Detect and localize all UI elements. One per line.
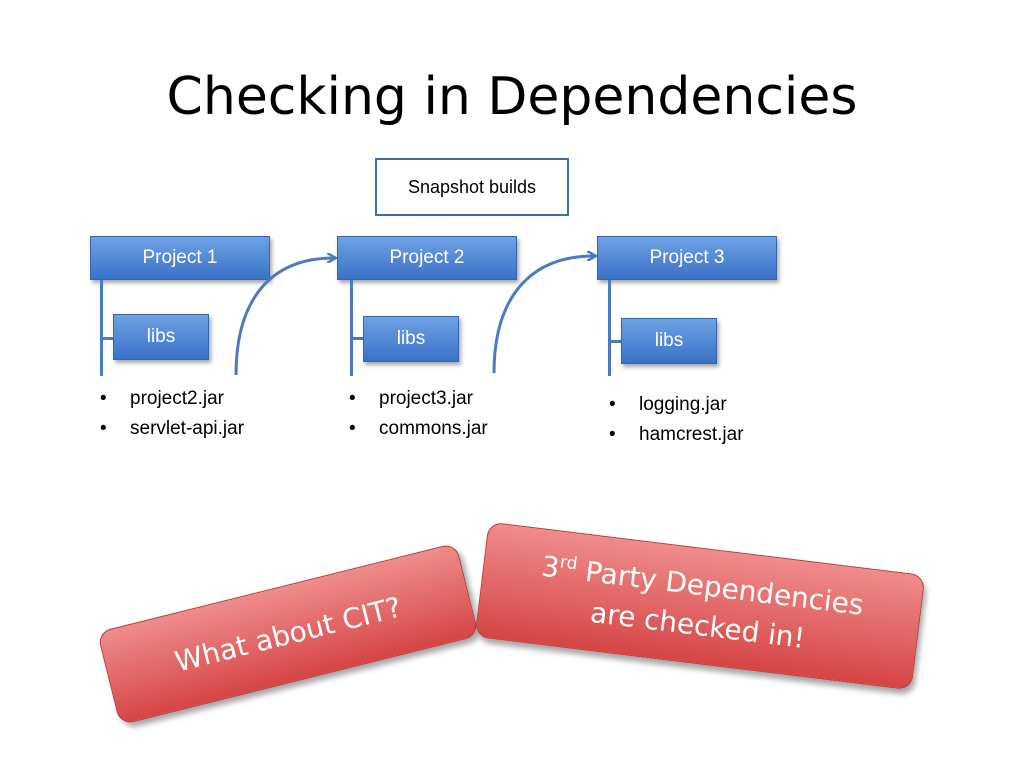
project-3-libs-connector [608,340,622,343]
project-1-box: Project 1 [90,236,270,280]
project-3-box: Project 3 [597,236,777,280]
project-1-libs-label: libs [146,326,176,347]
project-3-libs-box: libs [621,318,717,364]
project-2-libs-box: libs [363,316,459,362]
project-1-connector [100,280,103,376]
project-3-label: Project 3 [649,247,725,268]
list-item: •servlet-api.jar [100,418,245,439]
project-2-libs-connector [350,337,364,340]
project-2-label: Project 2 [389,247,465,268]
list-item: •hamcrest.jar [609,424,744,445]
third-party-text: 3rd Party Dependencies are checked in! [534,547,866,666]
project-1-libs-box: libs [113,314,209,360]
project-2-connector [350,280,353,376]
list-item: •project3.jar [349,388,473,409]
project-2-box: Project 2 [337,236,517,280]
list-item: •logging.jar [609,394,727,415]
snapshot-builds-box: Snapshot builds [375,158,569,216]
project-3-connector [608,280,611,376]
project-3-libs-label: libs [654,330,684,351]
snapshot-builds-label: Snapshot builds [407,176,537,197]
arrow-project2-to-project3 [492,256,594,374]
list-item: •commons.jar [349,418,488,439]
slide-title: Checking in Dependencies [166,67,858,127]
project-1-libs-connector [100,337,114,340]
project-2-jar-list: •project3.jar •commons.jar [345,384,488,444]
project-3-jar-list: •logging.jar •hamcrest.jar [605,390,744,450]
arrow-project1-to-project2 [234,258,334,376]
project-1-label: Project 1 [142,247,218,268]
project-1-jar-list: •project2.jar •servlet-api.jar [96,384,244,444]
project-2-libs-label: libs [396,328,426,349]
list-item: •project2.jar [100,388,224,409]
